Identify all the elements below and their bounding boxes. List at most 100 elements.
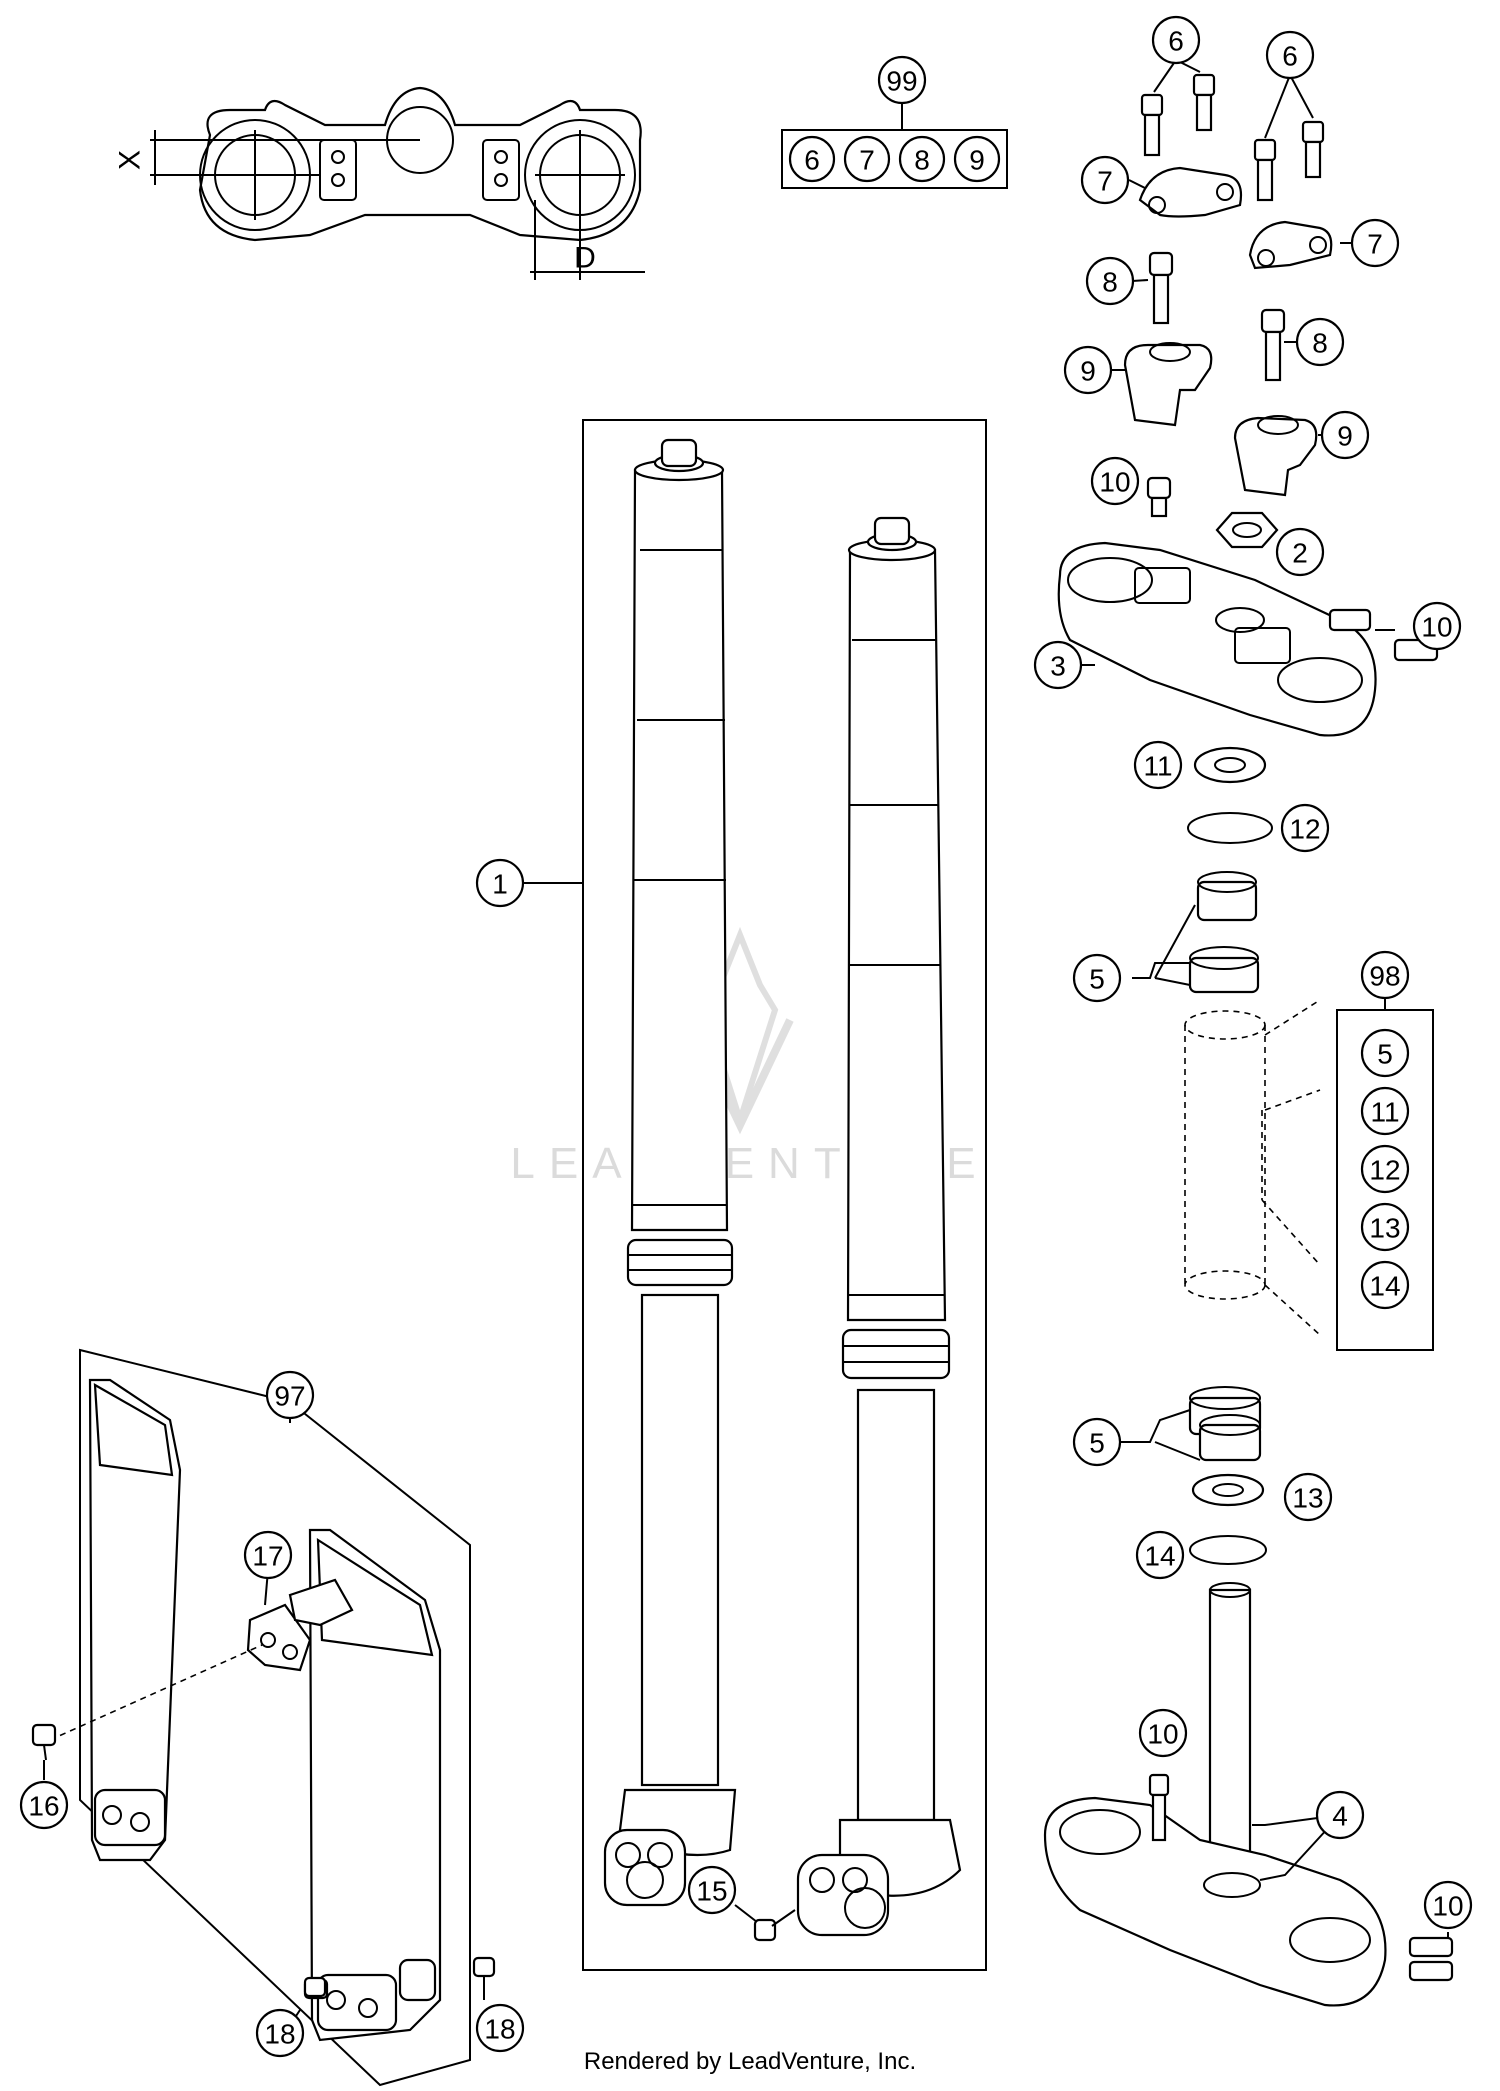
callout-c2: 2 [1275, 527, 1325, 577]
callout-circle [1090, 456, 1140, 506]
callout-circle [1295, 317, 1345, 367]
callout-circle [1138, 1708, 1188, 1758]
callout-label: 13 [1292, 1483, 1323, 1514]
callout-circle [687, 1865, 737, 1915]
callout-label: 8 [1102, 267, 1118, 298]
callout-label: 3 [1050, 651, 1066, 682]
part-9-mounts [1110, 342, 1325, 497]
callout-label: 7 [1367, 229, 1383, 260]
callout-label: 5 [1089, 964, 1105, 995]
kit-98-item-label: 11 [1370, 1097, 1399, 1128]
callout-label: 6 [1168, 26, 1184, 57]
callout-c4: 4 [1315, 1790, 1365, 1840]
kit-99-box [781, 103, 1008, 189]
callout-c18a: 18 [255, 2008, 305, 2058]
kit-98-item-label: 13 [1369, 1213, 1400, 1244]
callout-c3: 3 [1033, 640, 1083, 690]
part-10-bolt-top [1146, 476, 1172, 518]
callout-label: 7 [1097, 166, 1113, 197]
callout-label: 1 [492, 869, 508, 900]
callout-c15: 15 [687, 1865, 737, 1915]
kit-99-item-label: 7 [859, 145, 875, 176]
callout-label: 10 [1147, 1719, 1178, 1750]
callout-label: 10 [1432, 1891, 1463, 1922]
callout-circle [1280, 803, 1330, 853]
callout-label: 9 [1080, 356, 1096, 387]
callout-c5a: 5 [1072, 953, 1122, 1003]
callout-circle [1033, 640, 1083, 690]
callout-c9a: 9 [1063, 345, 1113, 395]
dimension-x-label: X [114, 150, 147, 170]
part-2-nut [1215, 511, 1289, 549]
callout-circle [1423, 1880, 1473, 1930]
callout-circle [265, 1370, 315, 1420]
fork-leg-left [603, 438, 737, 1907]
callout-c7a: 7 [1080, 155, 1130, 205]
callout-label: 17 [252, 1541, 283, 1572]
kit-98-item-circle [1360, 1260, 1410, 1310]
callout-label: 10 [1421, 612, 1452, 643]
callout-circle [1151, 15, 1201, 65]
part-15-screw [734, 1904, 796, 1942]
kit-98-item-circle [1360, 1202, 1410, 1252]
part-3-upper-triple-clamp [1057, 541, 1439, 737]
part-7-clamps [1128, 166, 1352, 270]
callout-circle [1072, 1417, 1122, 1467]
kit-99-item-label: 9 [969, 145, 985, 176]
callout-c97: 97 [265, 1370, 315, 1420]
callout-c99: 99 [877, 55, 927, 105]
callout-circle [1085, 256, 1135, 306]
callout-label: 8 [1312, 328, 1328, 359]
callout-label: 98 [1369, 961, 1400, 992]
kit-98-item-label: 14 [1369, 1271, 1400, 1302]
callout-c6a: 6 [1151, 15, 1201, 65]
callout-c13: 13 [1283, 1472, 1333, 1522]
callout-label: 11 [1143, 751, 1172, 782]
part-17-bracket [246, 1569, 354, 1672]
callout-c10d: 10 [1423, 1880, 1473, 1930]
callout-c14: 14 [1135, 1530, 1185, 1580]
callout-c6b: 6 [1265, 30, 1315, 80]
callout-label: 99 [886, 66, 917, 97]
fork-leg-right [796, 516, 962, 1937]
kit-99-item-label: 8 [914, 145, 930, 176]
lower-bearing-stack [1120, 1386, 1267, 1565]
fork-protectors [79, 1348, 471, 2087]
upper-bearing-stack [1132, 746, 1273, 994]
callout-circle [1350, 218, 1400, 268]
callout-c7b: 7 [1350, 218, 1400, 268]
callout-label: 15 [696, 1876, 727, 1907]
callout-c10a: 10 [1090, 456, 1140, 506]
callout-circle [1275, 527, 1325, 577]
callout-circle [1265, 30, 1315, 80]
callout-c9b: 9 [1320, 410, 1370, 460]
callout-circle [243, 1530, 293, 1580]
steering-head-dashed [1184, 999, 1321, 1336]
callout-c10b: 10 [1412, 601, 1462, 651]
callout-label: 14 [1144, 1541, 1175, 1572]
part-6-bolts [1140, 59, 1325, 202]
kit-98-item-circle [1360, 1086, 1410, 1136]
callout-c16: 16 [19, 1780, 69, 1830]
callout-label: 2 [1292, 538, 1308, 569]
callout-circle [1080, 155, 1130, 205]
callout-circle [1412, 601, 1462, 651]
callout-circle [1360, 950, 1410, 1000]
kit-98-item-label: 12 [1369, 1155, 1400, 1186]
callout-c11: 11 [1133, 740, 1183, 790]
callout-label: 97 [274, 1381, 305, 1412]
dimension-d-label: D [574, 242, 596, 275]
callout-c10c: 10 [1138, 1708, 1188, 1758]
render-credit: Rendered by LeadVenture, Inc. [583, 2048, 917, 2075]
callout-c12: 12 [1280, 803, 1330, 853]
callout-c17: 17 [243, 1530, 293, 1580]
callout-circle [1135, 1530, 1185, 1580]
callout-circle [1133, 740, 1183, 790]
kit-99-item-circle [898, 135, 946, 183]
triple-clamp-dimension-view: X D [114, 86, 645, 280]
kit-99-item-circle [788, 135, 836, 183]
callout-c98: 98 [1360, 950, 1410, 1000]
